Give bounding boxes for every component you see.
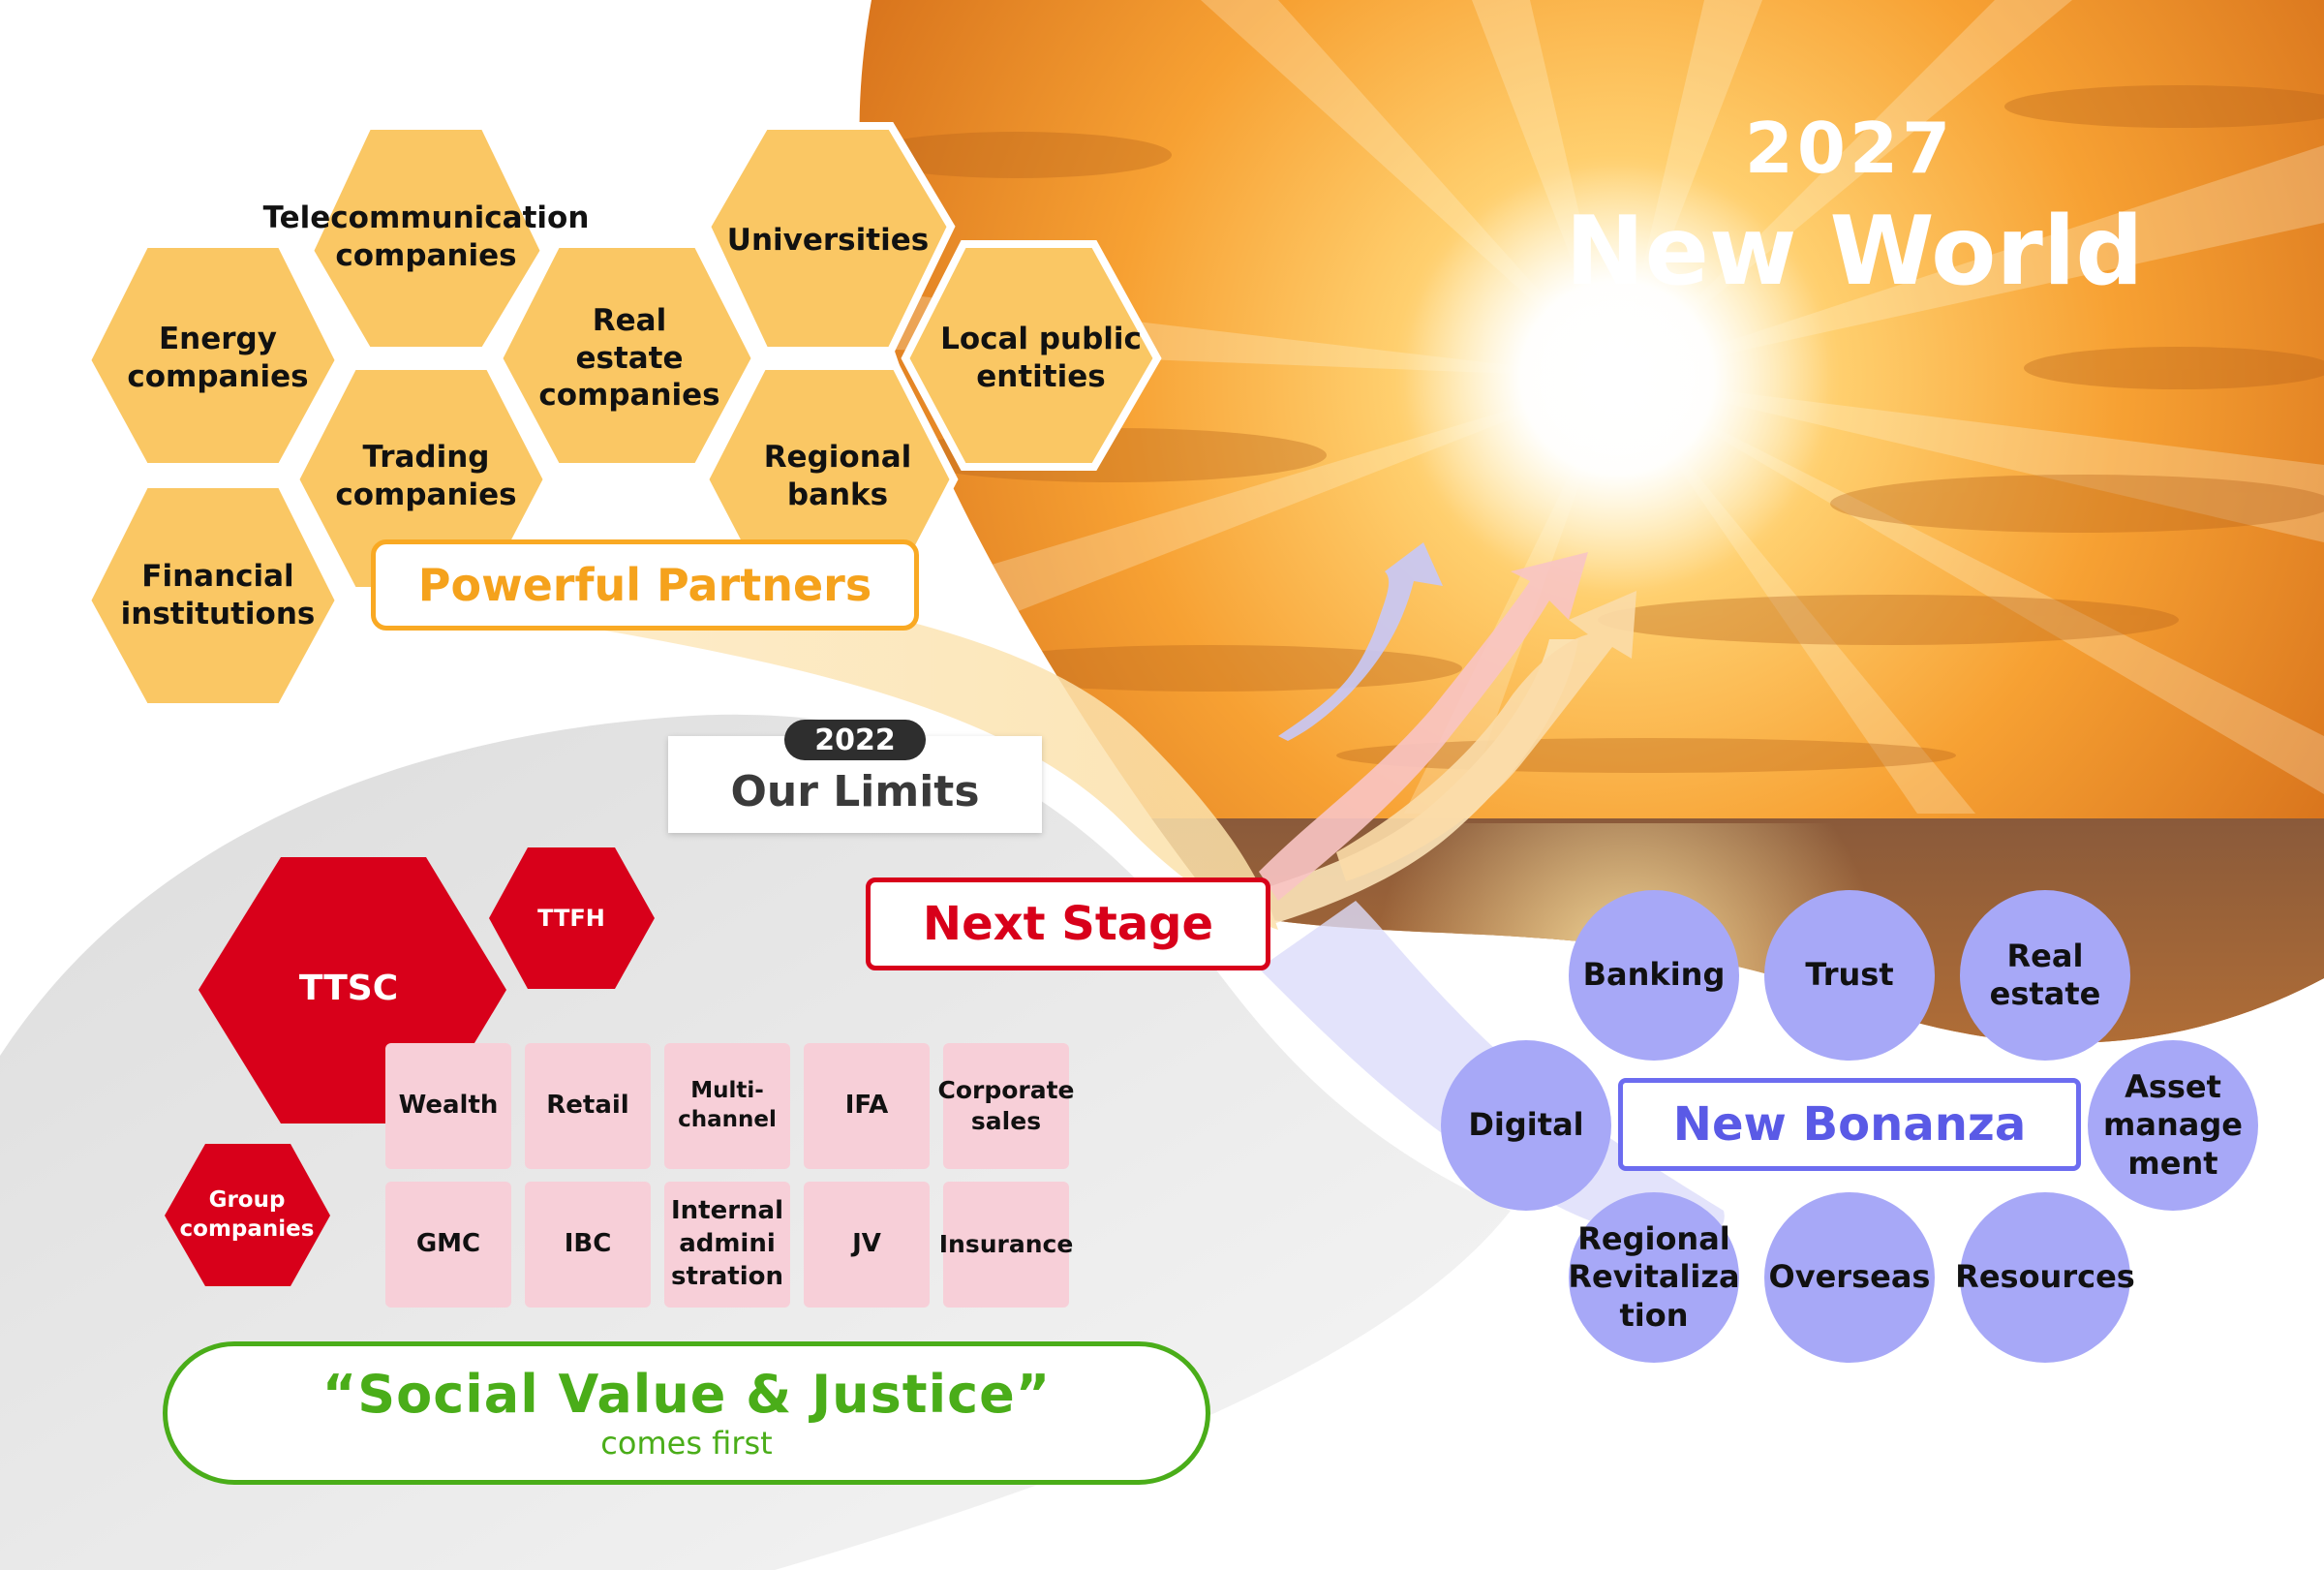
- partner-hex-telecom: [305, 122, 549, 354]
- tile-corporate-sales: Corporate sales: [937, 1043, 1075, 1169]
- our-limits-label: Our Limits: [730, 766, 980, 816]
- partner-label-regional: Regional banks: [763, 440, 912, 512]
- tile-gmc: GMC: [385, 1182, 511, 1308]
- tile-internal-administration: Internal admini stration: [664, 1182, 790, 1308]
- partner-label-local: Local public entities: [940, 322, 1142, 394]
- partner-hex-energy: [82, 240, 344, 471]
- partner-label-trading: Trading companies: [335, 440, 517, 512]
- tile-insurance: Insurance: [939, 1182, 1073, 1308]
- circle-banking: Banking: [1569, 890, 1739, 1061]
- partner-label-real-estate: Real estate companies: [538, 302, 720, 414]
- circle-trust: Trust: [1764, 890, 1935, 1061]
- motto-title: “Social Value & Justice”: [321, 1363, 1052, 1425]
- motto-subtitle: comes first: [600, 1425, 773, 1462]
- partner-label-energy: Energy companies: [127, 322, 309, 394]
- our-limits-box: Our Limits: [668, 736, 1042, 833]
- partner-hex-financial: [82, 480, 344, 711]
- partner-hex-local: [901, 240, 1162, 471]
- partner-hex-trading: [290, 362, 552, 595]
- page-title: New World: [1565, 197, 2144, 307]
- circle-real-estate: Real estate: [1960, 890, 2130, 1061]
- new-bonanza-label: New Bonanza: [1618, 1078, 2081, 1171]
- tile-ifa: IFA: [804, 1043, 930, 1169]
- circle-asset-management: Asset manage ment: [2088, 1040, 2258, 1211]
- partner-label-financial: Financial institutions: [120, 559, 316, 631]
- partner-label-telecom: Telecommunication companies: [262, 200, 590, 273]
- ttsc-label: TTSC: [298, 968, 399, 1008]
- motto-box: “Social Value & Justice” comes first: [163, 1341, 1210, 1485]
- group-companies-label: Group companies: [179, 1187, 315, 1242]
- tile-multichannel: Multi- channel: [664, 1043, 790, 1169]
- ttfh-hex: [489, 847, 655, 989]
- circle-digital: Digital: [1441, 1040, 1611, 1211]
- powerful-partners-label: Powerful Partners: [371, 539, 919, 631]
- limits-year-badge: 2022: [784, 720, 926, 760]
- partner-hex-universities: [702, 122, 956, 354]
- circle-overseas: Overseas: [1764, 1192, 1935, 1363]
- year-label: 2027: [1744, 108, 1955, 189]
- partner-label-universities: Universities: [726, 222, 930, 258]
- circle-resources: Resources: [1955, 1192, 2135, 1363]
- tile-retail: Retail: [525, 1043, 651, 1169]
- partner-hex-real-estate: [494, 240, 760, 471]
- circle-regional-revitalization: Regional Revitaliza tion: [1568, 1192, 1740, 1363]
- group-companies-hex: [165, 1144, 330, 1286]
- tile-wealth: Wealth: [385, 1043, 511, 1169]
- tile-ibc: IBC: [525, 1182, 651, 1308]
- ttfh-label: TTFH: [537, 905, 605, 932]
- tile-jv: JV: [804, 1182, 930, 1308]
- next-stage-label: Next Stage: [866, 877, 1270, 970]
